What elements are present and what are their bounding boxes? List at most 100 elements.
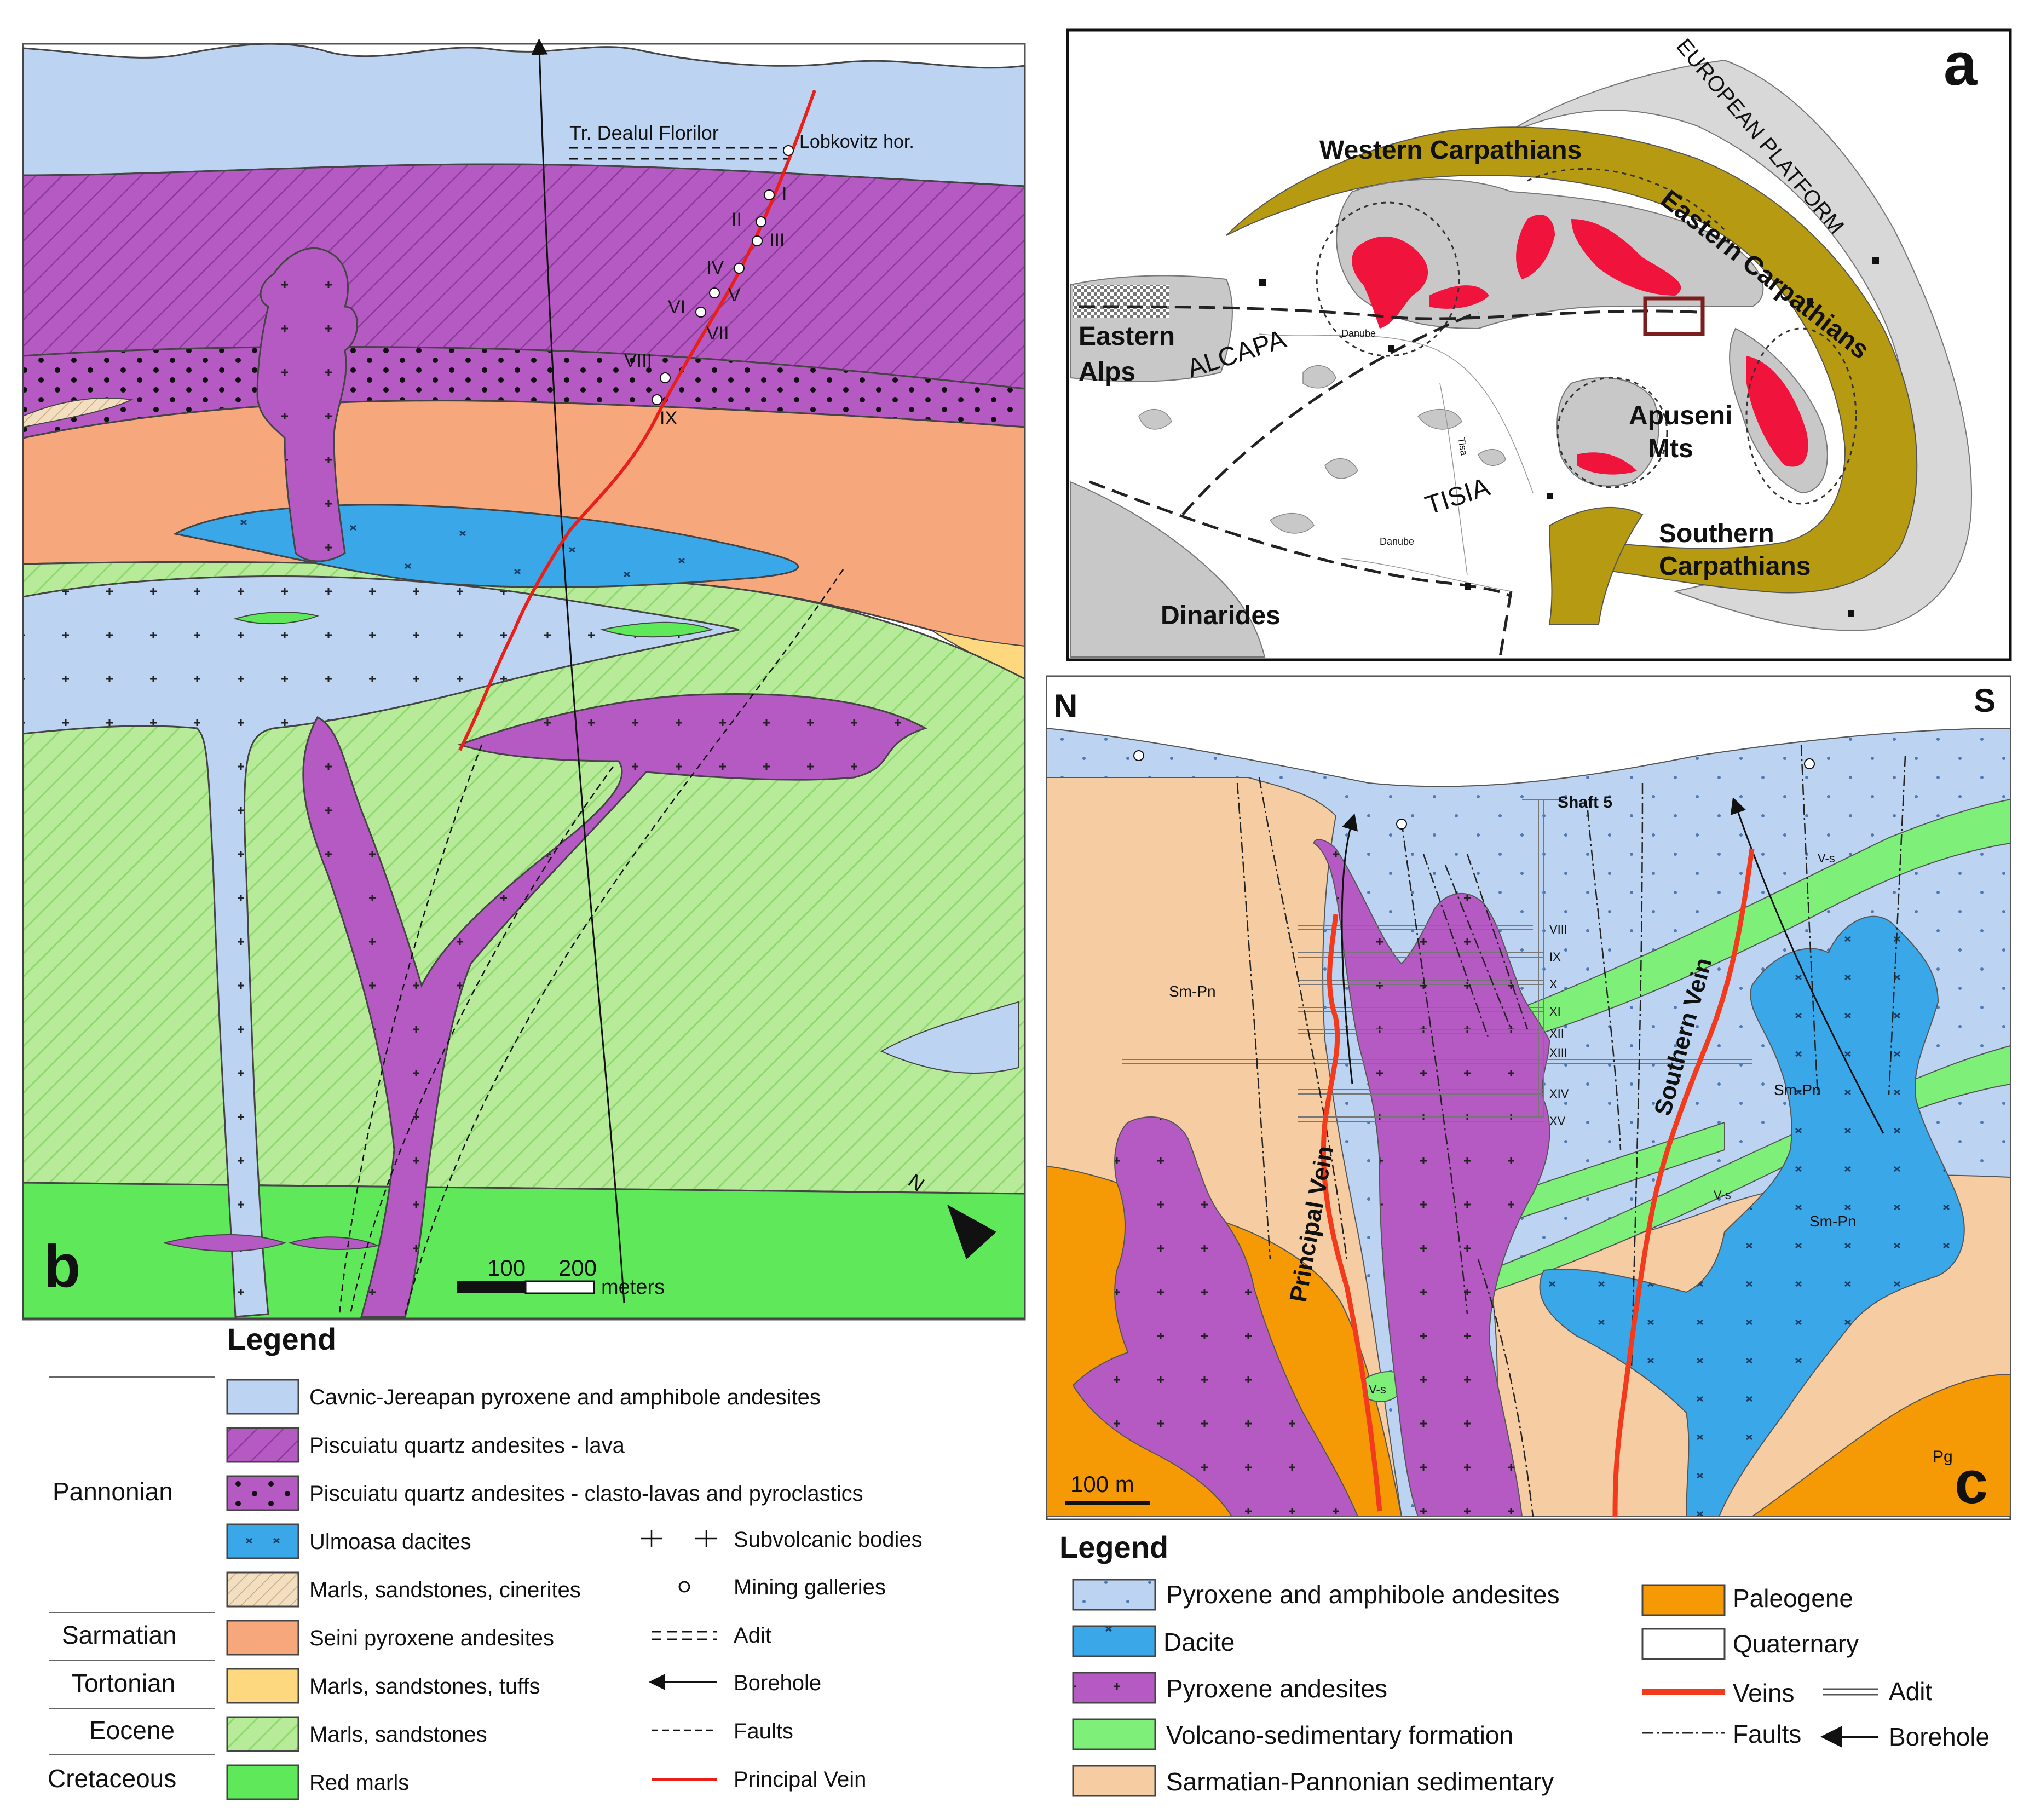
principal-vein-c bbox=[1321, 914, 1382, 1512]
svg-text:meters: meters bbox=[601, 1276, 665, 1299]
legend-b-unit-7: Marls, sandstones, tuffs bbox=[309, 1674, 540, 1698]
green-lens-1 bbox=[233, 612, 320, 625]
legend-b-unit-8: Marls, sandstones bbox=[309, 1723, 487, 1747]
neogene-volcanics bbox=[1352, 214, 1808, 475]
faults-c bbox=[1236, 744, 1906, 1517]
label-western-carpathians: Western Carpathians bbox=[1319, 136, 1582, 165]
legend-c-item-6: Paleogene bbox=[1733, 1584, 1853, 1612]
southern-olive bbox=[1548, 506, 1644, 625]
age-sarmatian: Sarmatian bbox=[62, 1621, 177, 1649]
legend-b-symbol-6: Principal Vein bbox=[734, 1767, 866, 1792]
legend-c-item-5: Sarmatian-Pannonian sedimentary bbox=[1166, 1767, 1554, 1796]
unit-paleogene-right bbox=[1750, 1373, 2011, 1517]
label-tr-dealul: Tr. Dealul Florilor bbox=[569, 122, 719, 144]
label-c-vs-2: V-s bbox=[1714, 1188, 1731, 1202]
label-danube-1: Danube bbox=[1341, 328, 1376, 339]
unit-piscuiatu-plug bbox=[256, 247, 358, 562]
dinarides-grey bbox=[1070, 481, 1266, 658]
legend-c-item-9: Adit bbox=[1889, 1677, 1932, 1706]
purple-fragment-bottom bbox=[164, 1234, 287, 1252]
legend-c-item-8: Veins bbox=[1733, 1679, 1795, 1707]
legend-b-unit-1: Cavnic-Jereapan pyroxene and amphibole a… bbox=[309, 1385, 821, 1409]
panel-letter-a: a bbox=[1944, 31, 1978, 98]
panel-b-section: Tr. Dealul Florilor Lobkovitz hor. I II … bbox=[22, 38, 1026, 1321]
level-label-12: XII bbox=[1549, 1027, 1564, 1040]
label-lobkovitz: Lobkovitz hor. bbox=[799, 131, 914, 152]
age-tortonian: Tortonian bbox=[72, 1669, 175, 1697]
age-pannonian: Pannonian bbox=[53, 1477, 173, 1506]
blue-fragment-right bbox=[880, 1001, 1019, 1074]
rivers bbox=[1259, 333, 1534, 592]
label-apuseni-2: Mts bbox=[1648, 434, 1693, 463]
scale-bar-b: 100 200 meters bbox=[457, 1255, 665, 1299]
gallery-label-1: I bbox=[782, 183, 787, 204]
label-c-vs-3: V-s bbox=[1369, 1383, 1386, 1396]
principal-vein-b bbox=[458, 89, 816, 751]
gallery-label-3: III bbox=[769, 230, 785, 251]
gallery-label-4: IV bbox=[706, 257, 724, 278]
label-danube-2: Danube bbox=[1380, 536, 1414, 547]
label-southern-2: Carpathians bbox=[1659, 552, 1811, 581]
gallery-label-2: II bbox=[731, 209, 742, 230]
panel-letter-b: b bbox=[44, 1232, 80, 1300]
city-markers bbox=[1259, 257, 1879, 617]
level-label-14: XIV bbox=[1549, 1087, 1569, 1101]
legend-c-item-2: Dacite bbox=[1163, 1628, 1235, 1656]
adit-dashed bbox=[569, 147, 788, 160]
label-c-pg: Pg bbox=[1933, 1448, 1953, 1466]
southern-vein-c bbox=[1612, 848, 1755, 1517]
checker-patch bbox=[1073, 285, 1169, 318]
legend-c-item-4: Volcano-sedimentary formation bbox=[1166, 1721, 1513, 1749]
legend-c-item-10: Faults bbox=[1733, 1720, 1801, 1748]
legend-b-symbol-3: Adit bbox=[734, 1623, 771, 1648]
boreholes-c bbox=[1341, 797, 1884, 1134]
legend-b-symbol-4: Borehole bbox=[734, 1671, 821, 1695]
quaternary-markers bbox=[1133, 750, 1815, 830]
legend-c-title: Legend bbox=[1059, 1530, 1168, 1564]
label-eastern-alps-1: Eastern bbox=[1079, 322, 1175, 351]
label-c-vs-1: V-s bbox=[1818, 851, 1835, 865]
purple-fragment-bottom-2 bbox=[288, 1236, 380, 1250]
label-c-smpn-2: Sm-Pn bbox=[1774, 1081, 1821, 1098]
panel-c-section: N S Shaft 5 Sm-Pn Sm-Pn Sm-Pn V-s V-s V-… bbox=[1046, 675, 2011, 1520]
tectonic-lines bbox=[1078, 305, 1698, 658]
unit-pyroxene-left bbox=[1072, 1116, 1359, 1517]
legend-b-unit-6: Seini pyroxene andesites bbox=[309, 1626, 554, 1650]
legend-b-unit-5: Marls, sandstones, cinerites bbox=[309, 1578, 581, 1602]
faults-b bbox=[338, 569, 844, 1315]
label-southern-1: Southern bbox=[1659, 519, 1774, 548]
unit-dacite bbox=[1539, 915, 1965, 1517]
gallery-label-9: IX bbox=[660, 408, 677, 429]
level-label-11: XI bbox=[1549, 1005, 1561, 1018]
legend-b-symbol-5: Faults bbox=[734, 1719, 793, 1743]
legend-b-unit-9: Red marls bbox=[309, 1771, 409, 1795]
label-c-south: S bbox=[1974, 682, 1996, 719]
borehole-b bbox=[531, 38, 625, 1304]
study-area-box bbox=[1643, 296, 1705, 336]
level-label-9: IX bbox=[1549, 950, 1561, 964]
mining-gallery-markers bbox=[652, 145, 794, 405]
label-dinarides: Dinarides bbox=[1161, 601, 1281, 630]
svg-text:100 m: 100 m bbox=[1070, 1471, 1134, 1497]
unit-marls-cinerites-lens bbox=[22, 397, 134, 428]
unit-pyroxene-main bbox=[1313, 839, 1550, 1517]
carpathian-belt bbox=[1226, 126, 1918, 594]
label-c-north: N bbox=[1054, 688, 1077, 724]
scale-bar-c: 100 m bbox=[1065, 1471, 1150, 1505]
legend-c-item-1: Pyroxene and amphibole andesites bbox=[1166, 1580, 1560, 1609]
svg-text:200: 200 bbox=[558, 1255, 597, 1281]
green-lens-2 bbox=[600, 621, 714, 638]
legend-c-item-11: Borehole bbox=[1889, 1723, 1990, 1751]
unit-quaternary bbox=[1046, 676, 2011, 787]
legend-b-symbol-1: Subvolcanic bodies bbox=[734, 1528, 923, 1552]
svg-text:100: 100 bbox=[487, 1255, 526, 1281]
legend-b-title: Legend bbox=[227, 1322, 336, 1356]
gallery-label-8: VIII bbox=[624, 350, 652, 371]
level-label-8: VIII bbox=[1549, 923, 1567, 936]
level-label-13: XIII bbox=[1549, 1046, 1567, 1059]
label-c-smpn-3: Sm-Pn bbox=[1809, 1213, 1857, 1230]
age-cretaceous: Cretaceous bbox=[48, 1764, 176, 1793]
label-eastern-alps-2: Alps bbox=[1079, 358, 1135, 387]
label-apuseni-1: Apuseni bbox=[1629, 401, 1732, 430]
